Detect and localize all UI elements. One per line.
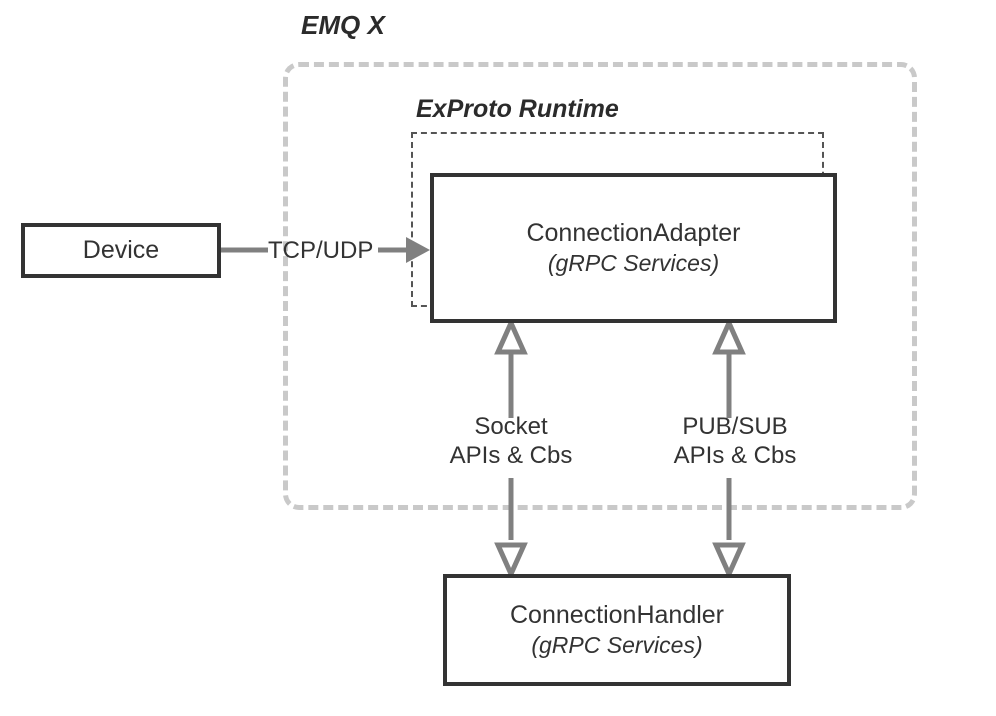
connector-pubsub-up (712, 316, 746, 418)
node-connection-adapter-title: ConnectionAdapter (526, 219, 741, 248)
edge-label-socket: Socket APIs & Cbs (432, 412, 590, 471)
node-device[interactable]: Device (21, 223, 221, 278)
node-connection-handler-subtitle: (gRPC Services) (531, 631, 703, 658)
connector-socket-up (494, 316, 528, 418)
node-connection-handler[interactable]: ConnectionHandler (gRPC Services) (443, 574, 791, 686)
connector-pubsub-down (712, 478, 746, 581)
edge-label-pubsub-line2: APIs & Cbs (673, 442, 797, 470)
edge-label-socket-line2: APIs & Cbs (449, 442, 573, 470)
node-device-title: Device (82, 236, 160, 265)
edge-label-socket-line1: Socket (474, 413, 548, 440)
group-emqx (283, 62, 917, 510)
connector-device-to-adapter (221, 237, 430, 263)
node-connection-adapter[interactable]: ConnectionAdapter (gRPC Services) (430, 173, 837, 323)
edge-label-pubsub: PUB/SUB APIs & Cbs (652, 412, 818, 471)
group-emqx-label: EMQ X (301, 10, 385, 40)
group-exproto-runtime-label: ExProto Runtime (416, 95, 619, 123)
node-connection-handler-title: ConnectionHandler (509, 601, 725, 630)
edge-label-pubsub-line1: PUB/SUB (682, 413, 788, 440)
edge-label-tcp-udp: TCP/UDP (268, 237, 374, 264)
node-connection-adapter-subtitle: (gRPC Services) (547, 249, 720, 276)
connector-socket-down (494, 478, 528, 581)
